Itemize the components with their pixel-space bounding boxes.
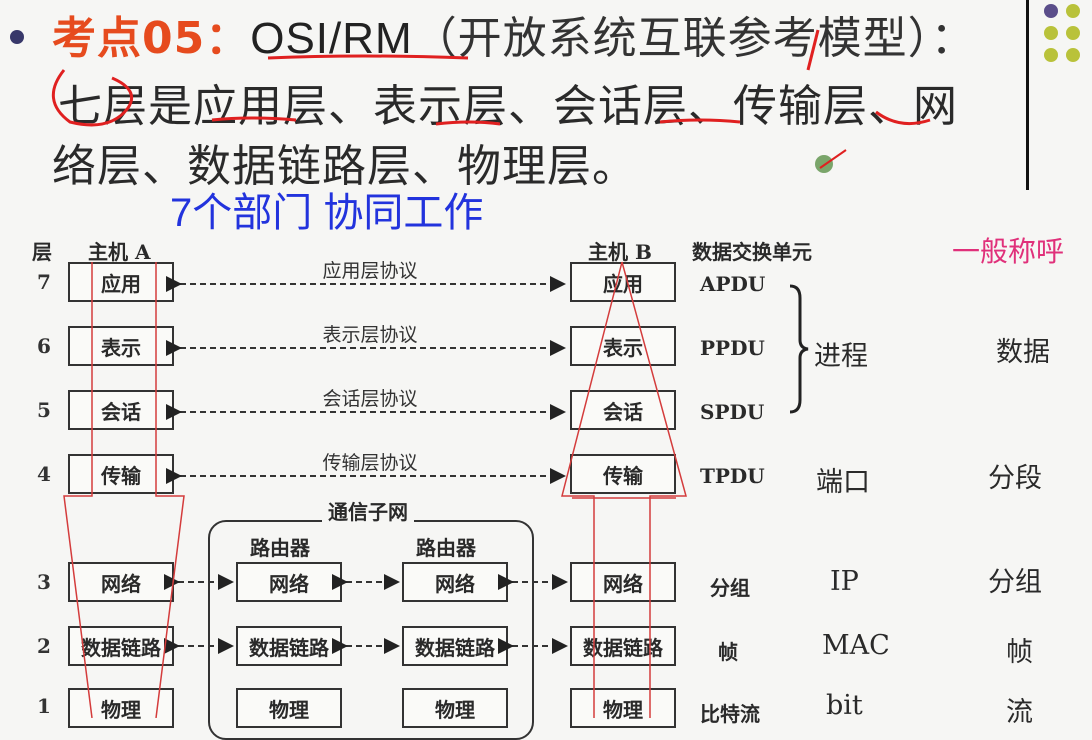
- port-label: 端口: [816, 467, 870, 498]
- ink-annotations: [51, 29, 931, 173]
- body-line-1: 七层是应用层、表示层、会话层、传输层、网: [58, 81, 958, 132]
- header-host-b: 主机 B: [588, 240, 652, 264]
- decor-dot: [1044, 4, 1058, 18]
- pdu-label: PPDU: [700, 336, 765, 360]
- pdu-label: 帧: [718, 640, 738, 664]
- general-data: 数据: [996, 337, 1050, 368]
- pdu-label: 分组: [710, 576, 750, 600]
- header-pdu: 数据交换单元: [692, 240, 812, 264]
- process-label: 进程: [814, 341, 868, 372]
- router-label: 路由器: [416, 536, 476, 560]
- decor-dot: [1066, 48, 1080, 62]
- layer-number: 6: [37, 334, 51, 358]
- host-a-layer-box: 应用: [68, 262, 174, 302]
- router-label: 路由器: [250, 536, 310, 560]
- general-segment: 分段: [988, 463, 1042, 494]
- divider-bar: [1026, 0, 1029, 190]
- host-b-layer-box: 表示: [570, 326, 676, 366]
- pdu-label: TPDU: [700, 464, 765, 488]
- router-1-layer-box: 网络: [236, 562, 342, 602]
- title-rest: （开放系统互联参考模型）：: [412, 13, 976, 64]
- decor-dot: [1044, 48, 1058, 62]
- decor-dot: [1066, 26, 1080, 40]
- host-a-layer-box: 网络: [68, 562, 174, 602]
- brace-icon: [789, 284, 809, 414]
- host-b-layer-box: 网络: [570, 562, 676, 602]
- header-general: 一般称呼: [952, 235, 1065, 268]
- pdu-label: SPDU: [700, 400, 765, 424]
- slide-title: 考点05：OSI/RM（开放系统互联参考模型）：: [52, 2, 976, 66]
- router-1-layer-box: 数据链路: [236, 626, 342, 666]
- diagram-arrows: [63, 261, 687, 718]
- mac-label: MAC: [822, 630, 890, 661]
- layer-number: 4: [37, 462, 51, 486]
- handwritten-note: 7个部门 协同工作: [170, 191, 484, 235]
- layer-number: 3: [37, 570, 51, 594]
- body-line-2: 络层、数据链路层、物理层。: [52, 141, 637, 192]
- general-packet: 分组: [988, 567, 1042, 598]
- subnet-label: 通信子网: [322, 496, 414, 525]
- layer-number: 5: [37, 398, 51, 422]
- layer-number: 2: [37, 634, 51, 658]
- ip-label: IP: [830, 566, 859, 597]
- pdu-label: APDU: [700, 272, 766, 296]
- bit-label: bit: [826, 690, 863, 721]
- header-host-a: 主机 A: [88, 240, 151, 264]
- bullet-dot: [10, 30, 24, 44]
- layer-number: 7: [37, 270, 51, 294]
- title-key: 考点05：: [52, 13, 251, 64]
- general-frame: 帧: [1006, 637, 1033, 668]
- host-b-layer-box: 传输: [570, 454, 676, 494]
- layer-number: 1: [37, 694, 51, 718]
- decor-dot: [1044, 26, 1058, 40]
- header-layer: 层: [32, 240, 52, 264]
- decor-dot: [1066, 4, 1080, 18]
- host-a-layer-box: 数据链路: [68, 626, 174, 666]
